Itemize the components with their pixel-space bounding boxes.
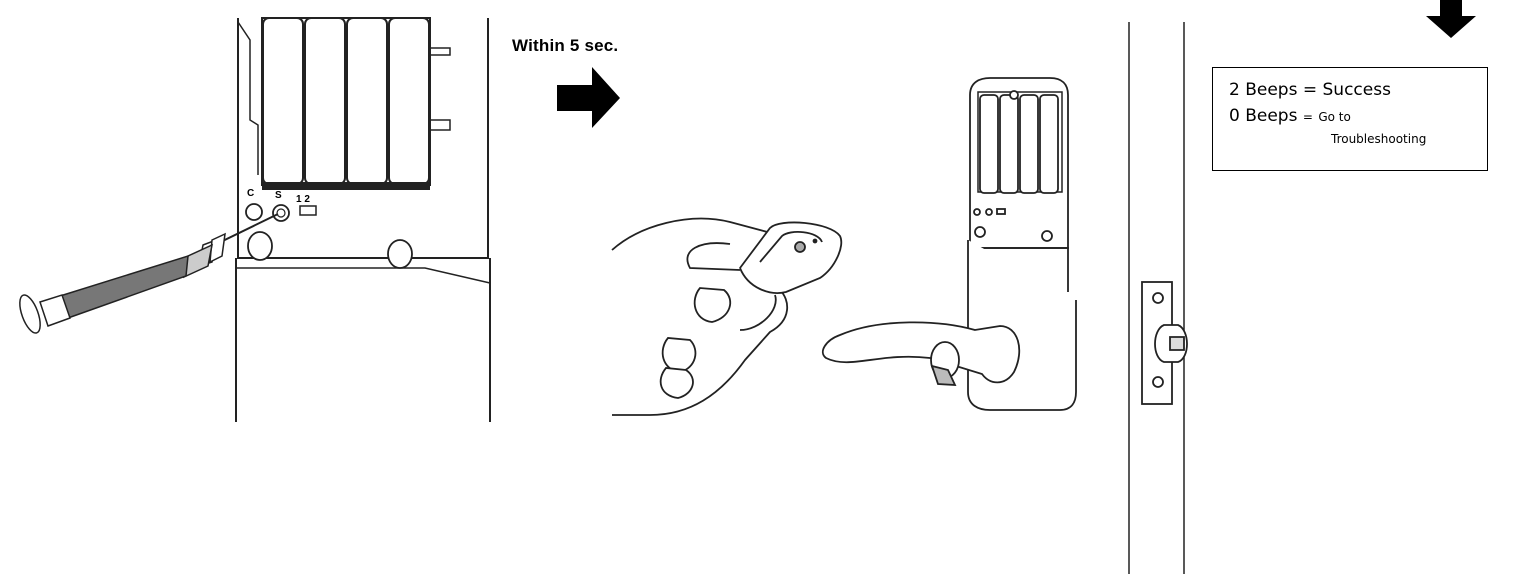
label-c: C [247, 188, 254, 199]
equals-sign: = [1303, 80, 1317, 100]
label-s: S [275, 190, 282, 201]
result-line-success: 2 Beeps = Success [1229, 80, 1391, 100]
dip-switch [300, 206, 316, 215]
result-box: 2 Beeps = Success 0 Beeps = Go to Troubl… [1212, 67, 1488, 171]
battery-3 [347, 18, 387, 184]
battery-pack [262, 18, 430, 190]
battery-4 [389, 18, 429, 184]
beeps-count-2: 2 Beeps [1229, 80, 1297, 100]
battery-small-4 [1040, 95, 1058, 193]
hand-with-fob [612, 219, 841, 415]
equals-sign-2: = [1303, 110, 1313, 124]
battery-small-2 [1000, 95, 1018, 193]
c-button [246, 204, 262, 220]
right-arrow-icon [557, 67, 620, 128]
down-arrow-icon [1426, 0, 1476, 38]
battery-small-3 [1020, 95, 1038, 193]
screwdriver [16, 214, 278, 336]
result-go-to: Go to [1318, 110, 1351, 124]
battery-small-1 [980, 95, 998, 193]
battery-2 [305, 18, 345, 184]
lock-assembly [823, 78, 1076, 410]
result-troubleshooting: Troubleshooting [1331, 132, 1426, 146]
label-switch: 1 2 [296, 194, 310, 205]
beeps-count-0: 0 Beeps [1229, 106, 1297, 126]
battery-1 [263, 18, 303, 184]
latch-plate [1142, 282, 1187, 404]
result-line-fail: 0 Beeps = Go to [1229, 106, 1351, 126]
timing-label: Within 5 sec. [512, 36, 618, 56]
result-success: Success [1323, 80, 1391, 100]
